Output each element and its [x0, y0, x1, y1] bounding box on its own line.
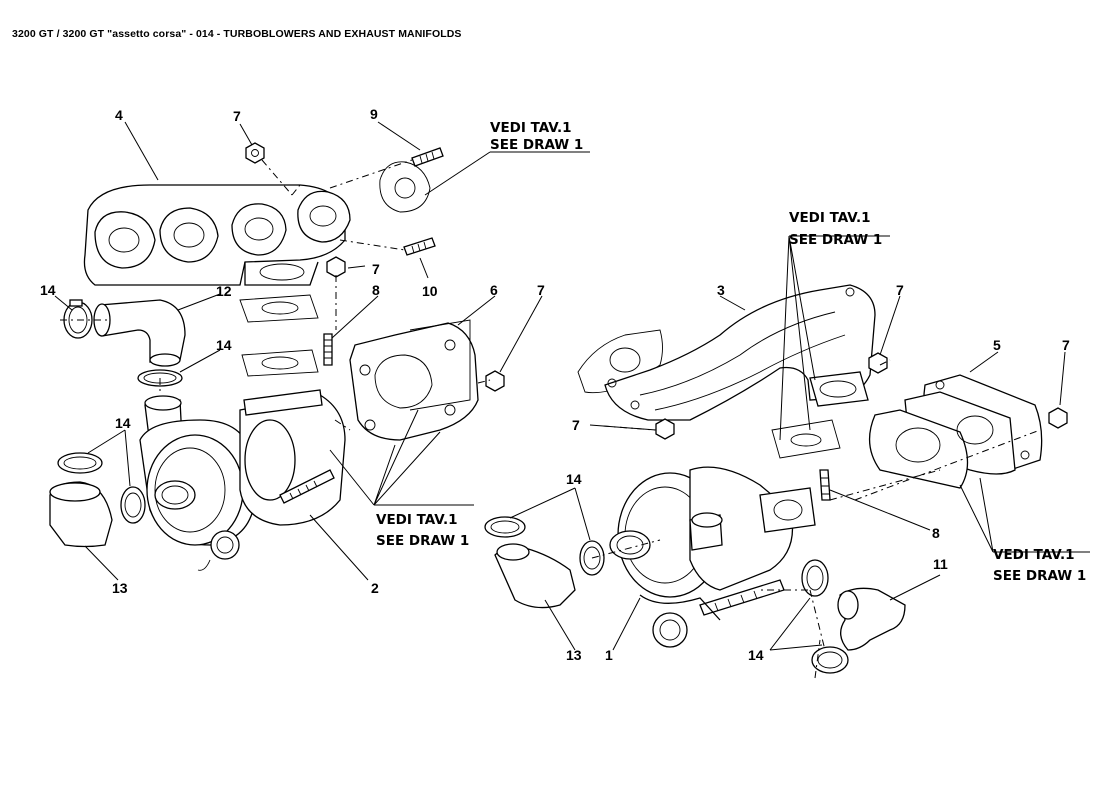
reference-notes: VEDI TAV.1 SEE DRAW 1 VEDI TAV.1 SEE DRA… — [376, 120, 1086, 584]
page-title: 3200 GT / 3200 GT "assetto corsa" - 014 … — [12, 28, 462, 40]
hose-13-right — [494, 543, 576, 609]
callout-13: 13 — [112, 580, 128, 596]
callout-labels: 4 7 9 7 10 14 12 8 6 7 14 14 13 2 3 7 5 … — [40, 106, 1070, 663]
clamp-14-a — [63, 299, 93, 339]
callout-2: 2 — [371, 580, 379, 596]
callout-9: 9 — [370, 106, 378, 122]
turbocharger-2 — [139, 389, 346, 571]
hose-13-left — [49, 481, 113, 548]
nut-7-right-manifold — [868, 352, 888, 374]
clamp-14-d — [120, 486, 146, 524]
callout-7: 7 — [233, 108, 241, 124]
callout-1: 1 — [605, 647, 613, 663]
callout-11: 11 — [933, 556, 948, 572]
gasket-right-back — [577, 329, 663, 394]
elbow-pipe-12 — [93, 299, 186, 367]
ref-vedi-left: VEDI TAV.1 — [376, 512, 458, 528]
callout-7: 7 — [572, 417, 580, 433]
stud-10 — [403, 237, 436, 256]
callout-7: 7 — [896, 282, 904, 298]
stud-8-right — [819, 469, 831, 501]
callout-7: 7 — [1062, 337, 1070, 353]
nut-7-top — [245, 142, 265, 164]
bracket-5 — [868, 374, 1043, 489]
callout-12: 12 — [216, 283, 232, 299]
callout-6: 6 — [490, 282, 498, 298]
callout-8: 8 — [372, 282, 380, 298]
callout-14: 14 — [748, 647, 764, 663]
callout-13: 13 — [566, 647, 582, 663]
gaskets-right — [771, 419, 841, 459]
ref-see-top: SEE DRAW 1 — [490, 137, 583, 153]
callout-14: 14 — [566, 471, 582, 487]
callout-4: 4 — [115, 107, 123, 123]
bracket-6 — [349, 319, 479, 441]
clamp-14-g — [801, 559, 829, 597]
callout-14: 14 — [115, 415, 131, 431]
callout-14: 14 — [40, 282, 56, 298]
clamp-14-c — [57, 452, 103, 474]
callout-3: 3 — [717, 282, 725, 298]
ref-vedi-top: VEDI TAV.1 — [490, 120, 572, 136]
ref-see-right: SEE DRAW 1 — [993, 568, 1086, 584]
nut-7-mid — [326, 256, 346, 278]
callout-7: 7 — [372, 261, 380, 277]
callout-8: 8 — [932, 525, 940, 541]
turbocharger-1 — [609, 466, 816, 648]
ref-see-mid: SEE DRAW 1 — [789, 232, 882, 248]
callout-5: 5 — [993, 337, 1001, 353]
gaskets-left — [239, 294, 319, 377]
stud-8-left — [323, 333, 333, 366]
exhaust-manifold-3 — [604, 284, 876, 421]
callout-14: 14 — [216, 337, 232, 353]
clamp-14-e — [484, 516, 526, 538]
ref-vedi-right: VEDI TAV.1 — [993, 547, 1075, 563]
clamp-14-f — [579, 540, 605, 576]
leader-lines — [54, 121, 1090, 651]
assembly-center-lines — [60, 159, 1041, 679]
ref-see-left: SEE DRAW 1 — [376, 533, 469, 549]
nut-7-left-manifold — [655, 418, 675, 440]
clamp-14-h — [811, 646, 849, 674]
flange-gasket-top — [379, 161, 431, 213]
callout-7: 7 — [537, 282, 545, 298]
ref-vedi-mid: VEDI TAV.1 — [789, 210, 871, 226]
nut-7-far-right — [1048, 407, 1068, 429]
exhaust-manifold-left — [83, 184, 351, 286]
hose-11 — [837, 587, 906, 651]
callout-10: 10 — [422, 283, 438, 299]
nut-7-right-left — [485, 370, 505, 392]
stud-9 — [411, 147, 444, 167]
